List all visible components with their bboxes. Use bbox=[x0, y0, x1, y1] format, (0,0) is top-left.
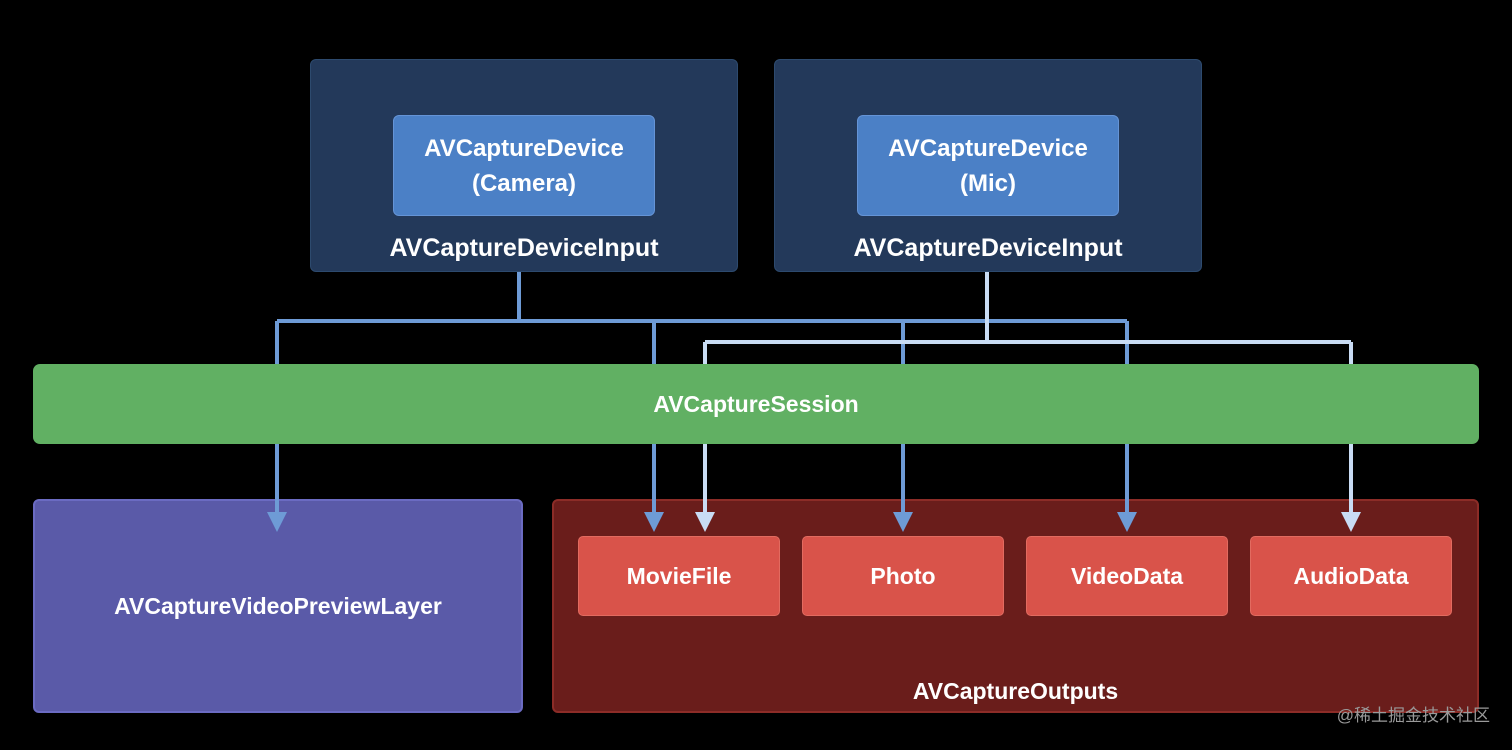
output-moviefile-label: MovieFile bbox=[626, 562, 732, 589]
output-audiodata: AudioData bbox=[1250, 536, 1452, 616]
mic-device-box: AVCaptureDevice (Mic) bbox=[857, 115, 1119, 216]
output-moviefile: MovieFile bbox=[578, 536, 780, 616]
mic-device-type: (Mic) bbox=[960, 169, 1016, 197]
arrowhead-audiodata bbox=[1341, 512, 1361, 532]
capture-outputs-label: AVCaptureOutputs bbox=[912, 678, 1119, 704]
capture-session-bar: AVCaptureSession bbox=[33, 364, 1479, 444]
capture-session-label: AVCaptureSession bbox=[653, 390, 859, 417]
arrowhead-videodata bbox=[1117, 512, 1137, 532]
video-preview-layer-box: AVCaptureVideoPreviewLayer bbox=[33, 499, 523, 713]
mic-input-box: AVCaptureDeviceInput bbox=[774, 59, 1202, 272]
video-preview-layer-label: AVCaptureVideoPreviewLayer bbox=[114, 592, 442, 619]
arrowhead-moviefile-camera bbox=[644, 512, 664, 532]
camera-device-box: AVCaptureDevice (Camera) bbox=[393, 115, 655, 216]
arrowhead-preview bbox=[267, 512, 287, 532]
mic-connections bbox=[703, 272, 1353, 514]
output-audiodata-label: AudioData bbox=[1293, 562, 1409, 589]
output-photo: Photo bbox=[802, 536, 1004, 616]
mic-input-label: AVCaptureDeviceInput bbox=[853, 234, 1123, 262]
camera-arrowheads bbox=[267, 512, 1137, 532]
watermark: @稀土掘金技术社区 bbox=[1336, 706, 1490, 725]
camera-input-box: AVCaptureDeviceInput bbox=[310, 59, 738, 272]
camera-connections bbox=[275, 272, 1129, 514]
mic-arrowheads bbox=[695, 512, 1361, 532]
output-videodata: VideoData bbox=[1026, 536, 1228, 616]
camera-device-type: (Camera) bbox=[471, 169, 577, 197]
camera-device-name: AVCaptureDevice bbox=[424, 134, 624, 162]
arrowhead-moviefile-mic bbox=[695, 512, 715, 532]
arrowhead-photo bbox=[893, 512, 913, 532]
camera-input-label: AVCaptureDeviceInput bbox=[389, 234, 659, 262]
output-photo-label: Photo bbox=[870, 562, 936, 589]
output-videodata-label: VideoData bbox=[1070, 562, 1184, 589]
mic-device-name: AVCaptureDevice bbox=[888, 134, 1088, 162]
